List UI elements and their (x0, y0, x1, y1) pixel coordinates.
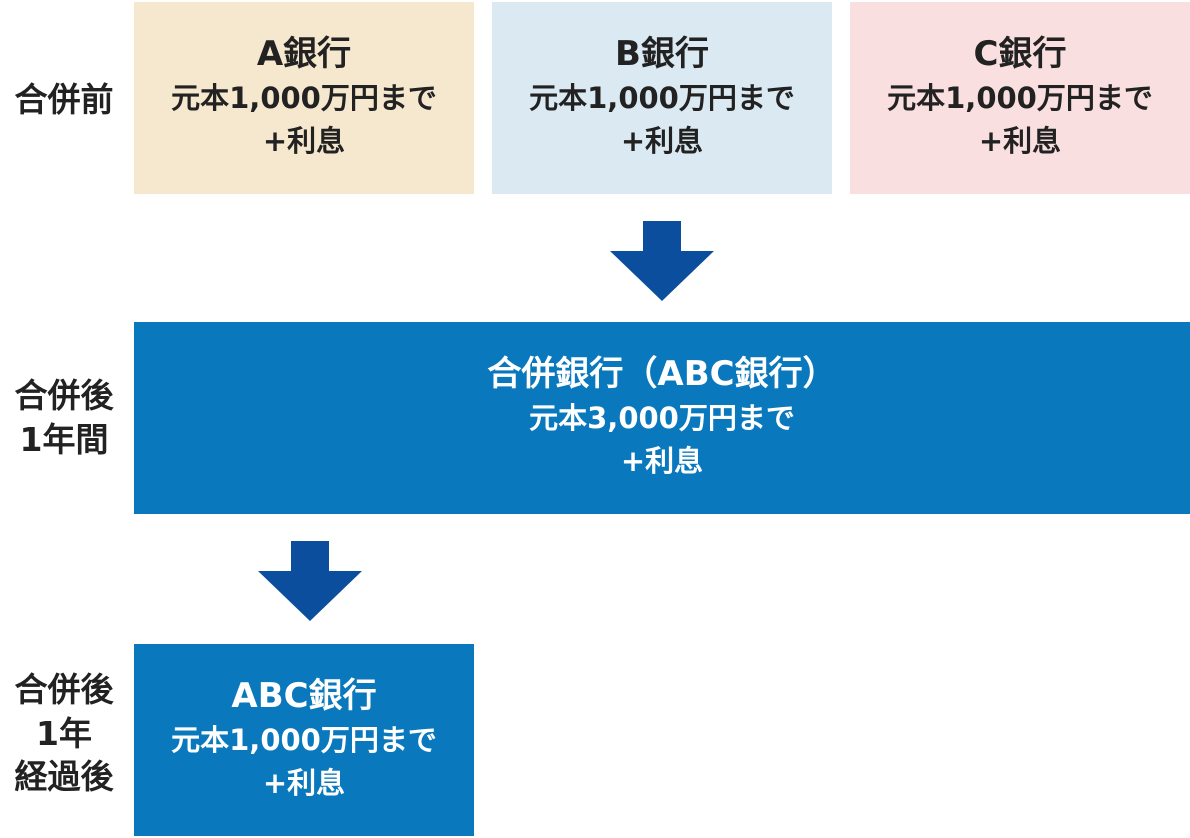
bank-c-limit: 元本1,000万円まで (887, 80, 1153, 115)
abc-bank-after-box: ABC銀行 元本1,000万円まで +利息 (134, 644, 474, 836)
label-after-merger-past-year: 合併後 1年 経過後 (0, 668, 128, 799)
label-after-1y-line2: 1年間 (19, 419, 109, 459)
bank-b-limit: 元本1,000万円まで (529, 80, 795, 115)
bank-b-extra: +利息 (620, 124, 704, 159)
bank-c-extra: +利息 (978, 124, 1062, 159)
bank-a-box: A銀行 元本1,000万円まで +利息 (134, 2, 474, 194)
merged-bank-limit: 元本3,000万円まで (529, 400, 795, 435)
label-after-past-line1: 合併後 (14, 670, 114, 709)
arrow-down-icon-shape (258, 541, 362, 621)
abc-bank-name: ABC銀行 (231, 676, 377, 717)
label-after-past-line2: 1年 (36, 713, 92, 753)
bank-c-name: C銀行 (973, 34, 1067, 75)
label-before-merger: 合併前 (0, 78, 128, 122)
bank-a-limit: 元本1,000万円まで (171, 80, 437, 115)
abc-bank-extra: +利息 (262, 766, 346, 801)
bank-a-name: A銀行 (256, 34, 352, 75)
bank-b-name: B銀行 (615, 34, 709, 75)
label-before-text: 合併前 (14, 80, 114, 119)
abc-bank-limit: 元本1,000万円まで (171, 722, 437, 757)
label-after-past-line3: 経過後 (14, 757, 114, 797)
bank-c-box: C銀行 元本1,000万円まで +利息 (850, 2, 1190, 194)
arrow-down-icon (258, 541, 362, 621)
merged-bank-first-year-box: 合併銀行（ABC銀行） 元本3,000万円まで +利息 (134, 322, 1190, 514)
bank-a-extra: +利息 (262, 124, 346, 159)
label-after-1y-line1: 合併後 (14, 376, 114, 415)
label-after-merger-first-year: 合併後 1年間 (0, 374, 128, 461)
merged-bank-name: 合併銀行（ABC銀行） (487, 354, 837, 395)
arrow-down-icon (610, 221, 714, 301)
arrow-down-icon-shape (610, 221, 714, 301)
bank-b-box: B銀行 元本1,000万円まで +利息 (492, 2, 832, 194)
merged-bank-extra: +利息 (620, 444, 704, 479)
